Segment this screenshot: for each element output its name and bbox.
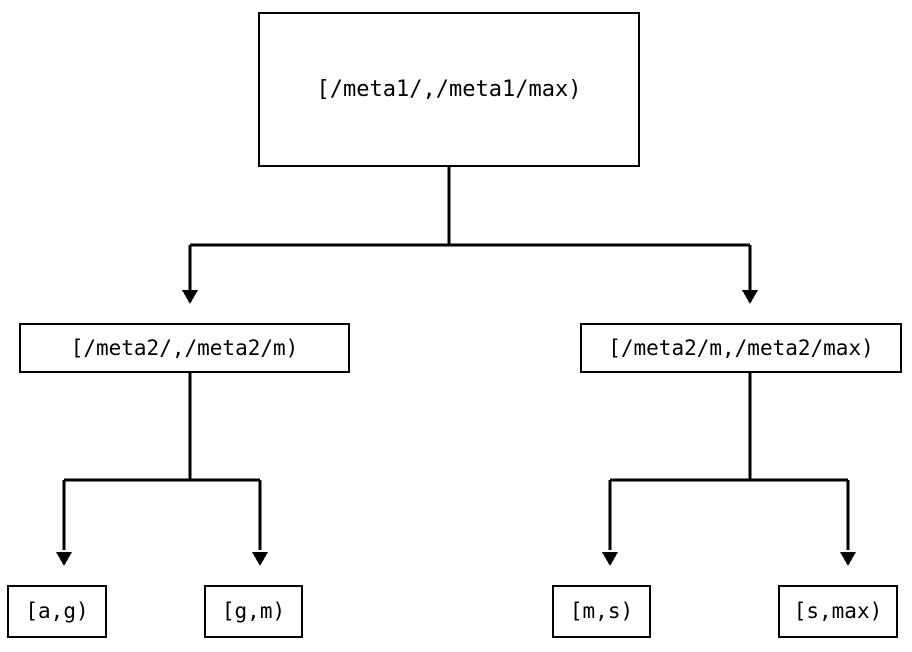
- node-leaf-a-g[interactable]: [a,g): [7, 585, 107, 638]
- node-leaf-m-s[interactable]: [m,s): [552, 585, 651, 638]
- node-level2-right-label: [/meta2/m,/meta2/max): [608, 335, 874, 360]
- arrowhead-icon-mid-left-to-leaf-a-g: [56, 552, 72, 566]
- node-level2-right[interactable]: [/meta2/m,/meta2/max): [580, 323, 902, 373]
- arrowhead-icon-root-to-mid-left: [182, 290, 198, 304]
- arrowhead-icon-mid-right-to-leaf-s-max: [840, 552, 856, 566]
- node-root[interactable]: [/meta1/,/meta1/max): [258, 12, 640, 167]
- node-leaf-g-m[interactable]: [g,m): [204, 585, 303, 638]
- node-leaf-a-g-label: [a,g): [25, 599, 89, 623]
- node-leaf-s-max-label: [s,max): [793, 599, 883, 623]
- node-level2-left-label: [/meta2/,/meta2/m): [70, 335, 299, 360]
- node-leaf-m-s-label: [m,s): [569, 599, 634, 623]
- node-level2-left[interactable]: [/meta2/,/meta2/m): [19, 323, 350, 373]
- arrowhead-icon-mid-right-to-leaf-m-s: [602, 552, 618, 566]
- node-root-label: [/meta1/,/meta1/max): [316, 76, 582, 102]
- arrowhead-icon-root-to-mid-right: [742, 290, 758, 304]
- arrowhead-icon-mid-left-to-leaf-g-m: [252, 552, 268, 566]
- node-leaf-g-m-label: [g,m): [221, 599, 286, 623]
- node-leaf-s-max[interactable]: [s,max): [778, 585, 898, 638]
